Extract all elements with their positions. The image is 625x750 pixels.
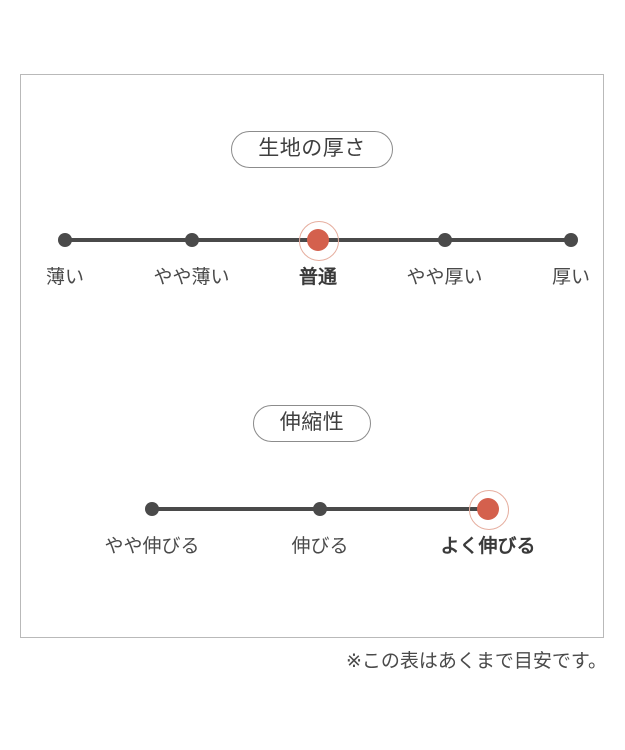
stretch-dot-3-selected[interactable] [477,498,499,520]
footnote: ※この表はあくまで目安です。 [345,651,607,672]
thickness-dot-4[interactable] [437,233,452,247]
thickness-dot-3-selected[interactable] [307,229,329,251]
thickness-label-2: やや薄い [153,267,230,288]
stretch-dot-2[interactable] [313,502,327,516]
thickness-label-3: 普通 [298,267,338,288]
thickness-heading-pill: 生地の厚さ [231,131,393,168]
thickness-heading-row: 生地の厚さ [21,131,603,168]
stretch-heading-row: 伸縮性 [21,405,603,442]
stretch-dot-1[interactable] [145,502,159,516]
thickness-dot-2[interactable] [184,233,199,247]
thickness-label-5: 厚い [551,267,591,288]
stretch-selected-halo [469,490,509,530]
thickness-dot-5[interactable] [564,233,578,247]
fabric-spec-panel: 生地の厚さ 薄い やや薄い 普通 やや厚い 厚い 伸縮性 やや伸びる 伸びる よ… [20,74,604,638]
stretch-label-3: よく伸びる [440,536,536,557]
stretch-label-2: 伸びる [291,536,349,557]
stretch-heading-pill: 伸縮性 [252,405,372,442]
thickness-label-4: やや厚い [406,267,483,288]
thickness-selected-halo [299,221,339,261]
thickness-label-1: 薄い [45,267,85,288]
stretch-label-1: やや伸びる [104,536,200,557]
thickness-dot-1[interactable] [58,233,72,247]
